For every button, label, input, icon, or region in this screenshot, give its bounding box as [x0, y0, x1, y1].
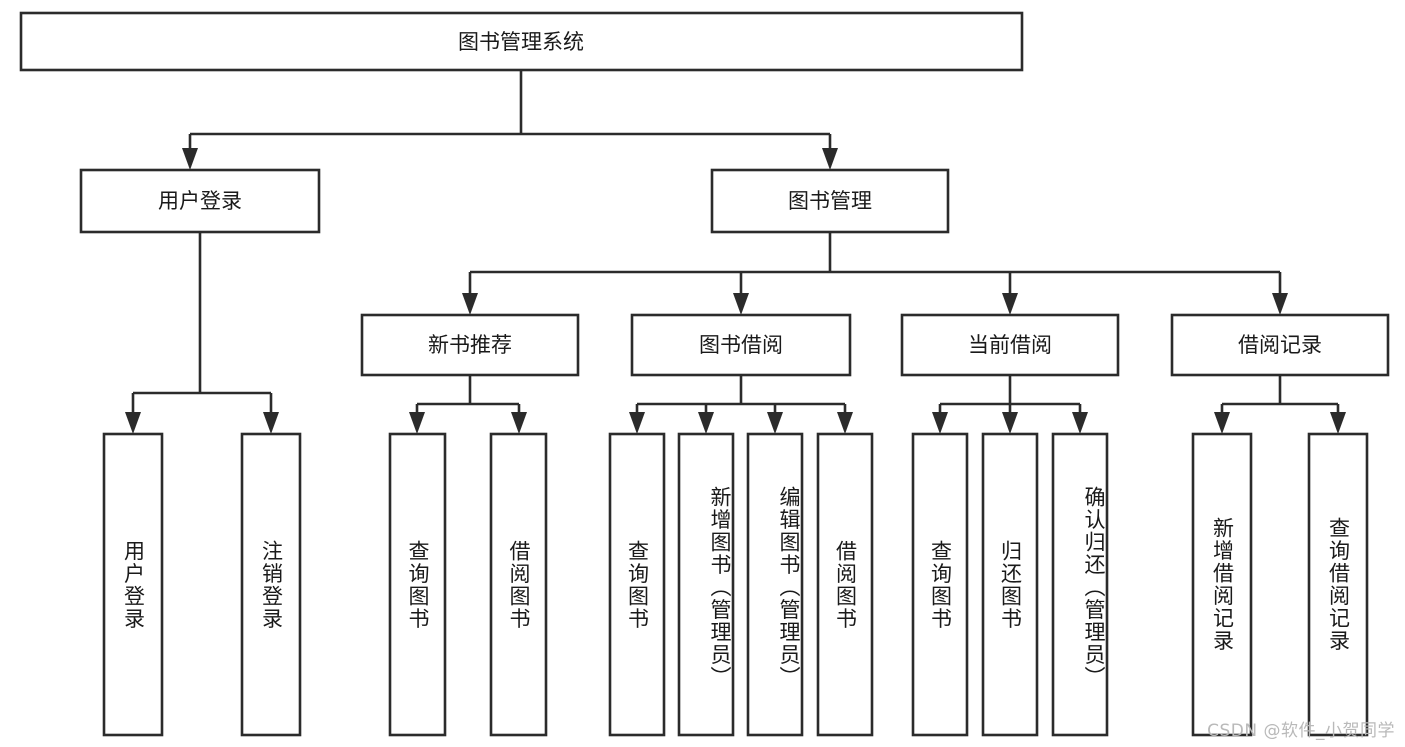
node-new-book-recommend-label: 新书推荐: [428, 333, 512, 357]
arrow-bookmgmt-to-record: [1272, 293, 1288, 315]
node-root-label: 图书管理系统: [458, 30, 584, 54]
arrow-current-leaf-1: [932, 412, 948, 434]
leaf-box-newbook-query[interactable]: [388, 432, 447, 737]
arrow-current-leaf-2: [1002, 412, 1018, 434]
arrow-borrow-leaf-4: [837, 412, 853, 434]
node-user-login-box[interactable]: [79, 168, 321, 234]
leaf-box-current-return[interactable]: [981, 432, 1039, 737]
arrow-newbook-leaf-2: [511, 412, 527, 434]
arrow-bookmgmt-to-current: [1002, 293, 1018, 315]
node-root[interactable]: 图书管理系统: [19, 11, 1024, 72]
leaf-box-newbook-borrow[interactable]: [489, 432, 548, 737]
node-book-borrow[interactable]: 图书借阅: [630, 313, 852, 377]
leaf-box-record-query[interactable]: [1307, 432, 1369, 737]
node-root-box[interactable]: [19, 11, 1024, 72]
arrow-userlogin-leaf-2: [263, 412, 279, 434]
node-new-book-recommend-box[interactable]: [360, 313, 580, 377]
node-book-borrow-label: 图书借阅: [699, 333, 783, 357]
arrow-userlogin-leaf-1: [125, 412, 141, 434]
arrow-record-leaf-1: [1214, 412, 1230, 434]
node-user-login-label: 用户登录: [158, 189, 242, 213]
arrow-record-leaf-2: [1330, 412, 1346, 434]
node-borrow-record-box[interactable]: [1170, 313, 1390, 377]
leaf-box-logout[interactable]: [240, 432, 302, 737]
arrow-bookmgmt-to-borrow: [733, 293, 749, 315]
leaf-box-user-login[interactable]: [102, 432, 164, 737]
node-new-book-recommend[interactable]: 新书推荐: [360, 313, 580, 377]
arrow-borrow-leaf-3: [767, 412, 783, 434]
node-current-borrow-box[interactable]: [900, 313, 1120, 377]
arrow-current-leaf-3: [1072, 412, 1088, 434]
node-book-management-label: 图书管理: [788, 189, 872, 213]
arrow-newbook-leaf-1: [409, 412, 425, 434]
arrow-bookmgmt-to-newbook: [462, 293, 478, 315]
node-current-borrow[interactable]: 当前借阅: [900, 313, 1120, 377]
leaf-box-record-add[interactable]: [1191, 432, 1253, 737]
leaf-box-group: [102, 432, 1369, 737]
arrow-root-to-bookmgmt: [822, 148, 838, 170]
node-book-borrow-box[interactable]: [630, 313, 852, 377]
watermark: CSDN @软件_小贺同学: [1207, 721, 1395, 741]
leaf-box-borrow-add[interactable]: [677, 432, 735, 737]
node-book-management-box[interactable]: [710, 168, 950, 234]
arrow-borrow-leaf-2: [698, 412, 714, 434]
leaf-box-borrow-query[interactable]: [608, 432, 666, 737]
arrow-root-to-userlogin: [182, 148, 198, 170]
connector-group: [125, 70, 1346, 434]
leaf-box-borrow-edit[interactable]: [746, 432, 804, 737]
leaf-box-current-query[interactable]: [911, 432, 969, 737]
node-borrow-record-label: 借阅记录: [1238, 333, 1322, 357]
arrow-borrow-leaf-1: [629, 412, 645, 434]
node-current-borrow-label: 当前借阅: [968, 333, 1052, 357]
node-user-login[interactable]: 用户登录: [79, 168, 321, 234]
node-borrow-record[interactable]: 借阅记录: [1170, 313, 1390, 377]
leaf-box-current-confirm[interactable]: [1051, 432, 1109, 737]
leaf-box-borrow-lend[interactable]: [816, 432, 874, 737]
node-book-management[interactable]: 图书管理: [710, 168, 950, 234]
